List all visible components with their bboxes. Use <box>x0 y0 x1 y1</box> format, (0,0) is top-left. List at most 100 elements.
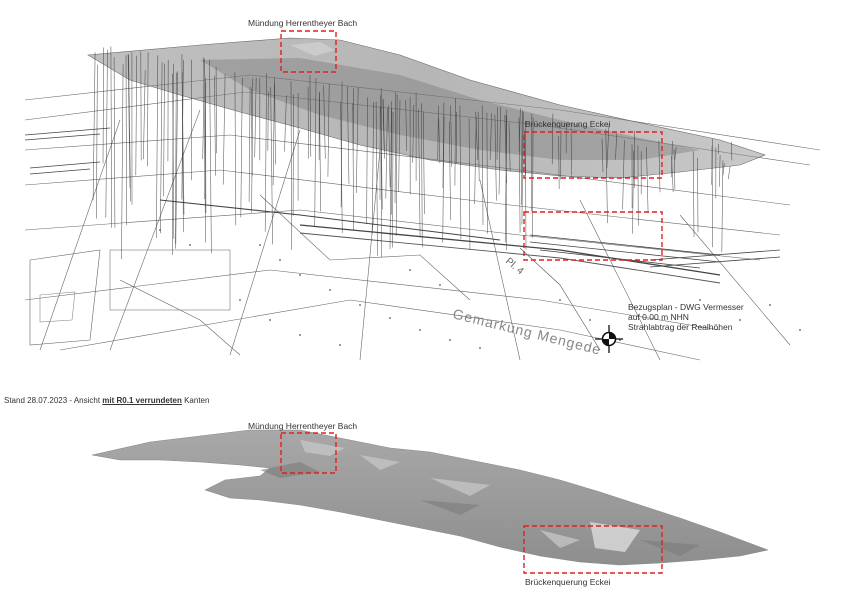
projection-ray <box>385 108 388 199</box>
view-caption: Stand 28.07.2023 - Ansicht mit R0.1 verr… <box>4 396 209 405</box>
projection-ray <box>340 81 343 208</box>
projection-ray <box>671 140 673 178</box>
projection-ray <box>96 64 98 219</box>
terrain-surface-shade <box>200 58 700 160</box>
projection-ray <box>518 117 521 233</box>
projection-ray <box>412 104 415 163</box>
projection-ray <box>172 63 174 256</box>
projection-ray <box>395 94 398 236</box>
projection-ray <box>366 97 368 224</box>
projection-ray <box>673 149 676 190</box>
projection-ray <box>728 166 731 180</box>
terrain-surface <box>87 37 766 179</box>
reference-note-line3: Strahlabtrag der Realhöhen <box>628 321 733 332</box>
projection-ray <box>290 80 293 250</box>
projection-ray <box>474 117 477 205</box>
label-bruecke-bottom: Brückenquerung Eckei <box>525 577 611 587</box>
projection-ray <box>496 106 498 160</box>
projection-ray <box>113 57 116 228</box>
projection-ray <box>454 98 456 186</box>
projection-ray <box>156 55 159 239</box>
projection-ray <box>172 73 175 239</box>
projection-ray <box>319 93 321 212</box>
projection-ray <box>438 105 441 164</box>
projection-ray <box>175 71 178 244</box>
projection-ray <box>646 146 649 213</box>
projection-ray <box>102 47 104 164</box>
highlight-muendung-box-bottom <box>280 432 337 474</box>
projection-ray <box>267 91 269 151</box>
projection-ray <box>394 91 397 204</box>
label-muendung-top: Mündung Herrentheyer Bach <box>248 18 358 28</box>
map-text-gemarkung: Gemarkung Mengede <box>451 305 603 357</box>
projection-ray <box>284 95 287 152</box>
projection-ray <box>442 116 445 243</box>
highlight-bruecke-box-lower <box>523 211 663 261</box>
projection-ray <box>468 118 471 250</box>
projection-ray <box>254 77 257 158</box>
projection-ray <box>442 102 445 189</box>
projection-ray <box>449 121 451 220</box>
projection-ray <box>264 73 267 232</box>
projection-ray <box>388 105 391 188</box>
projection-ray <box>481 105 484 226</box>
plan-hatching <box>24 127 781 269</box>
projection-ray <box>721 160 724 253</box>
highlight-bruecke-box-upper <box>523 131 663 179</box>
projection-ray <box>459 105 462 240</box>
projection-ray <box>160 62 163 234</box>
projection-ray <box>240 77 243 218</box>
projection-ray <box>272 77 275 186</box>
projection-ray <box>135 55 137 176</box>
projection-ray <box>615 133 617 160</box>
projection-ray <box>327 83 330 177</box>
projection-ray <box>622 140 625 210</box>
projection-ray <box>352 103 354 230</box>
projection-ray <box>632 150 634 234</box>
projection-ray <box>314 77 317 226</box>
projection-ray <box>521 112 524 225</box>
projection-ray <box>143 70 146 160</box>
projection-ray <box>697 157 699 233</box>
projection-ray <box>203 57 206 243</box>
terrain-3d-view-rounded <box>91 429 769 574</box>
projection-ray <box>128 54 131 202</box>
elevation-projection-rays <box>92 46 733 260</box>
projection-ray <box>551 113 554 165</box>
caption-bold: mit R0.1 verrundeten <box>102 396 182 405</box>
projection-ray <box>181 54 184 233</box>
projection-ray <box>125 55 127 225</box>
projection-ray <box>274 83 276 165</box>
projection-ray <box>455 111 457 164</box>
projection-ray <box>270 87 273 245</box>
projection-ray <box>251 88 253 177</box>
projection-ray <box>508 122 511 172</box>
map-text-parcel: Pl. 4 <box>503 256 526 278</box>
projection-ray <box>382 99 385 152</box>
projection-ray <box>209 59 212 254</box>
projection-ray <box>251 78 254 213</box>
highlight-boxes <box>280 30 663 261</box>
projection-ray <box>674 147 677 160</box>
projection-ray <box>110 46 112 228</box>
projection-ray <box>692 151 695 237</box>
projection-ray <box>389 101 392 250</box>
surface-facets <box>300 440 640 552</box>
projection-ray <box>202 58 205 160</box>
projection-ray <box>423 111 425 215</box>
projection-ray <box>489 113 492 160</box>
projection-ray <box>486 112 488 234</box>
caption-prefix: Stand 28.07.2023 - Ansicht <box>4 396 103 405</box>
projection-ray <box>105 49 108 218</box>
projection-ray <box>518 108 521 153</box>
label-muendung-bottom: Mündung Herrentheyer Bach <box>248 421 358 431</box>
projection-ray <box>222 73 226 185</box>
projection-ray <box>722 162 725 176</box>
projection-ray <box>405 100 407 151</box>
projection-ray <box>558 135 560 190</box>
projection-ray <box>234 72 237 226</box>
projection-ray <box>605 128 608 224</box>
projection-ray <box>163 63 165 197</box>
label-bruecke-top: Brückenquerung Eckei <box>525 119 611 129</box>
projection-ray <box>92 52 96 201</box>
